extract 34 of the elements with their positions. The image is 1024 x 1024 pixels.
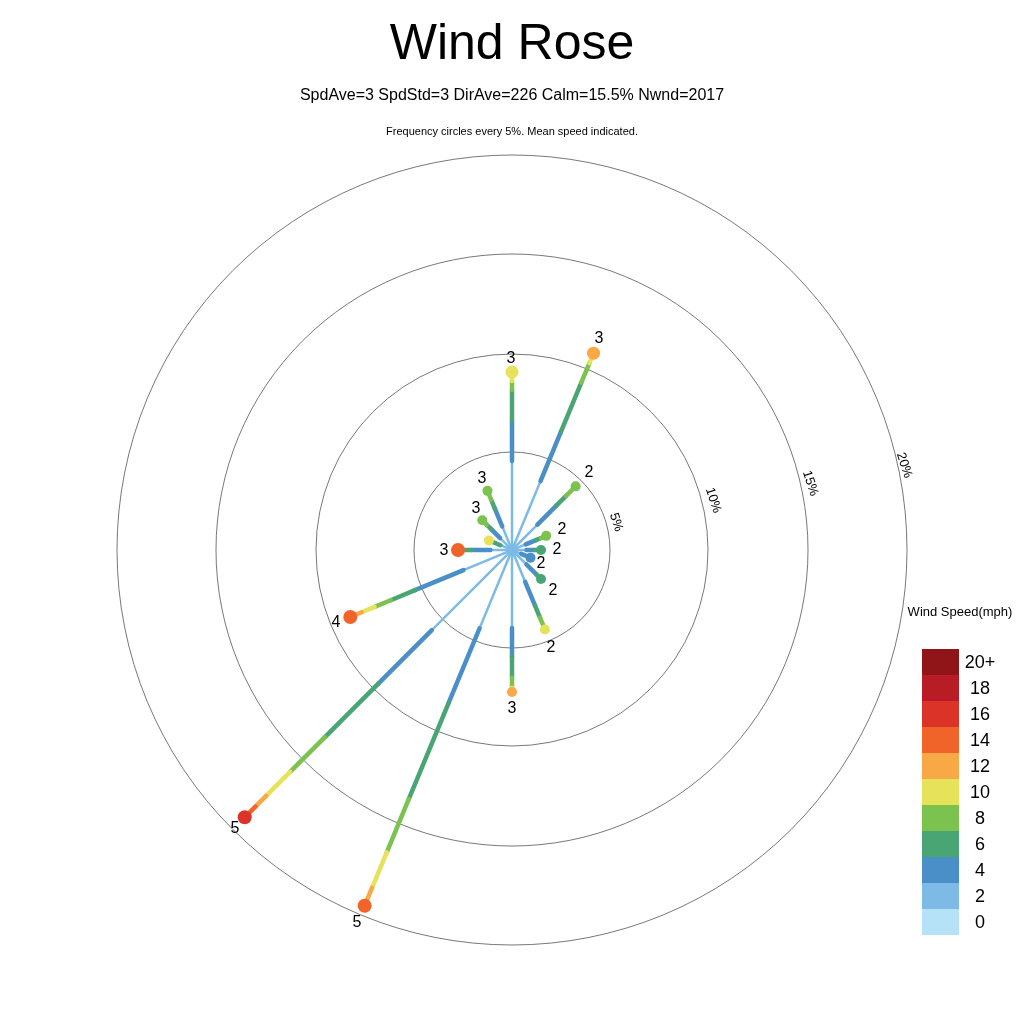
mean-speed-label: 5: [352, 914, 362, 930]
mean-speed-label: 3: [439, 542, 449, 558]
mean-speed-label: 2: [546, 639, 556, 655]
mean-speed-label: 3: [471, 500, 481, 516]
legend-label: 18: [970, 679, 990, 697]
legend-label: 14: [970, 731, 990, 749]
legend-label: 0: [975, 913, 985, 931]
chart-title: Wind Rose: [389, 17, 635, 67]
statistics-line: SpdAve=3 SpdStd=3 DirAve=226 Calm=15.5% Nwnd=2017: [299, 87, 725, 103]
mean-speed-label: 2: [557, 521, 567, 537]
ring-label: 10%: [703, 485, 725, 515]
mean-speed-label: 3: [506, 350, 516, 366]
mean-speed-label: 2: [584, 464, 594, 480]
ring-label: 5%: [607, 511, 627, 533]
legend-label: 16: [970, 705, 990, 723]
legend-label: 20+: [964, 653, 996, 671]
legend-label: 6: [975, 835, 985, 853]
mean-speed-label: 3: [507, 700, 517, 716]
mean-speed-label: 5: [230, 820, 240, 836]
legend-label: 8: [975, 809, 985, 827]
mean-speed-label: 2: [548, 582, 558, 598]
mean-speed-label: 2: [552, 541, 562, 557]
legend-title: Wind Speed(mph): [907, 604, 1013, 618]
legend-label: 10: [970, 783, 990, 801]
mean-speed-label: 3: [477, 470, 487, 486]
mean-speed-label: 3: [594, 330, 604, 346]
chart-note: Frequency circles every 5%. Mean speed indicated.: [386, 125, 638, 137]
ring-label: 15%: [800, 468, 822, 498]
ring-label: 20%: [894, 450, 916, 480]
legend-label: 12: [970, 757, 990, 775]
legend-label: 4: [975, 861, 985, 879]
mean-speed-label: 2: [536, 555, 546, 571]
legend-label: 2: [975, 887, 985, 905]
mean-speed-label: 4: [331, 614, 341, 630]
